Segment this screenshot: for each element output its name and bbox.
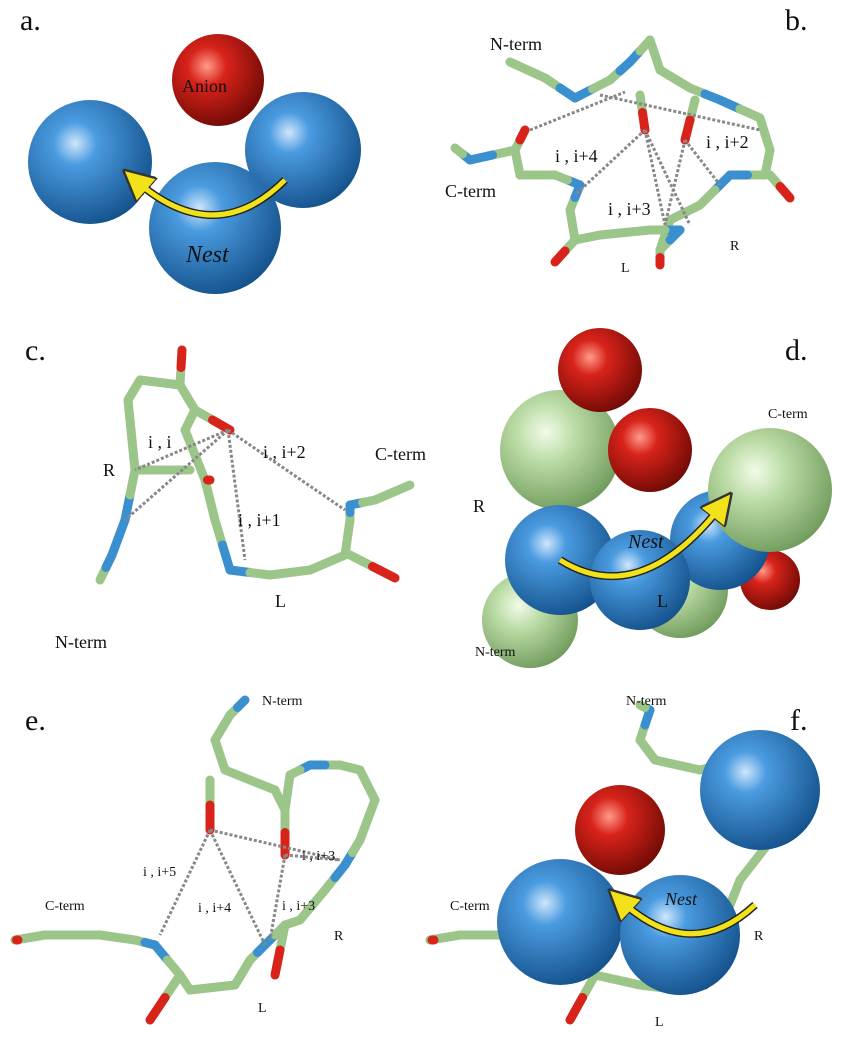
e-o4-bond (270, 945, 285, 980)
f-nest-sphere-right (700, 730, 820, 850)
b-oxygens-bond (638, 108, 650, 135)
c-n-term: N-term (55, 632, 107, 652)
panel-d-letter: d. (785, 334, 808, 367)
hydrogen-bond-line (124, 428, 229, 522)
hydrogen-bond-line (227, 428, 346, 512)
b-n-term: N-term (490, 34, 542, 54)
b-hbond-i2: i , i+2 (706, 132, 749, 152)
panel-e-letter: e. (25, 704, 46, 737)
hydrogen-bond-line (529, 90, 626, 132)
d-residue-l: L (657, 591, 668, 611)
d-residue-r: R (473, 496, 485, 516)
c-residue-l: L (275, 591, 286, 611)
hydrogen-bond-line (134, 428, 229, 472)
e-hbond-i3b: i , i+3 (282, 899, 315, 914)
hydrogen-bond-line (209, 828, 341, 862)
b-hbond-i4: i , i+4 (555, 146, 598, 166)
c-o1-bond (176, 345, 187, 372)
e-hbond-i3a: i , i+3 (302, 849, 335, 864)
f-anion-sphere (575, 785, 665, 875)
e-o3-bond (145, 993, 170, 1025)
nest-arrow-f-fill (618, 898, 757, 937)
c-o4-bond (368, 562, 400, 583)
f-o1-bond (565, 993, 587, 1025)
b-o4-bond (775, 182, 795, 203)
b-c-term: C-term (445, 181, 496, 201)
anion-label: Anion (182, 76, 227, 96)
e-residue-r: R (334, 929, 344, 944)
hydrogen-bond-line (573, 128, 647, 197)
c-hbond-i2: i , i+2 (263, 442, 306, 462)
b-o2-bond (680, 115, 695, 145)
nest-arrow-a-fill (133, 178, 287, 218)
c-hbond-i1: i , i+1 (238, 510, 281, 530)
panel-b-letter: b. (785, 4, 808, 37)
d-n-term: N-term (475, 645, 516, 660)
c-c-term: C-term (375, 444, 426, 464)
nest-label-d: Nest (627, 531, 664, 553)
b-backbone-bond (450, 143, 467, 159)
e-backbone-bond (233, 695, 250, 712)
e-hbond-i4: i , i+4 (198, 901, 231, 916)
b-o3-bond (515, 125, 530, 145)
hydrogen-bond-line (208, 829, 267, 946)
d-carbon-sphere (500, 390, 620, 510)
b-hbond-i3: i , i+3 (608, 199, 651, 219)
f-backbone-bond (735, 853, 762, 885)
e-n-term: N-term (262, 694, 303, 709)
nest-arrow-d-fill (558, 503, 724, 579)
f-nest-sphere-left (497, 859, 623, 985)
f-c-term: C-term (450, 899, 490, 914)
d-oxygen-sphere (608, 408, 692, 492)
hydrogen-bond-line (683, 139, 722, 186)
hydrogen-bond-line (268, 854, 287, 941)
e-c-term: C-term (45, 899, 85, 914)
c-backbone-bond (123, 395, 136, 440)
nest-sphere-right (245, 92, 361, 208)
panel-a-letter: a. (20, 4, 41, 37)
c-o2-bond (208, 415, 235, 435)
f-residue-l: L (655, 1015, 664, 1030)
hydrogen-bond-line (643, 129, 667, 226)
hydrogen-bond-line (284, 853, 341, 862)
b-residue-l: L (621, 261, 630, 276)
c-hbond-ii: i , i (148, 432, 172, 452)
d-c-term: C-term (768, 407, 808, 422)
hydrogen-bond-line (643, 129, 692, 226)
f-residue-r: R (754, 929, 764, 944)
d-oxygen-sphere (558, 328, 642, 412)
panel-c-letter: c. (25, 334, 46, 367)
nest-label-f: Nest (664, 889, 698, 909)
e-hbond-i5: i , i+5 (143, 865, 176, 880)
hydrogen-bonds (124, 90, 761, 946)
nest-sphere-left (28, 100, 152, 224)
nest-sphere-bottom (149, 162, 281, 294)
panel-f-letter: f. (790, 704, 808, 737)
b-residue-r: R (730, 239, 740, 254)
hydrogen-bond-line (599, 93, 761, 132)
f-n-term: N-term (626, 694, 667, 709)
e-residue-l: L (258, 1001, 267, 1016)
e-o3-bond (160, 970, 185, 1002)
c-backbone-bond (127, 430, 140, 475)
c-residue-r: R (103, 460, 115, 480)
nest-label-a: Nest (185, 242, 230, 268)
anion-sphere (172, 34, 264, 126)
hydrogen-bond-line (663, 139, 687, 226)
b-o5-bond (550, 246, 570, 267)
f-backbone-bond (635, 700, 650, 712)
d-carbon-sphere (708, 428, 832, 552)
hydrogen-bond-line (226, 429, 247, 561)
c-backbone-bond (388, 480, 415, 497)
hydrogen-bond-line (158, 829, 212, 936)
